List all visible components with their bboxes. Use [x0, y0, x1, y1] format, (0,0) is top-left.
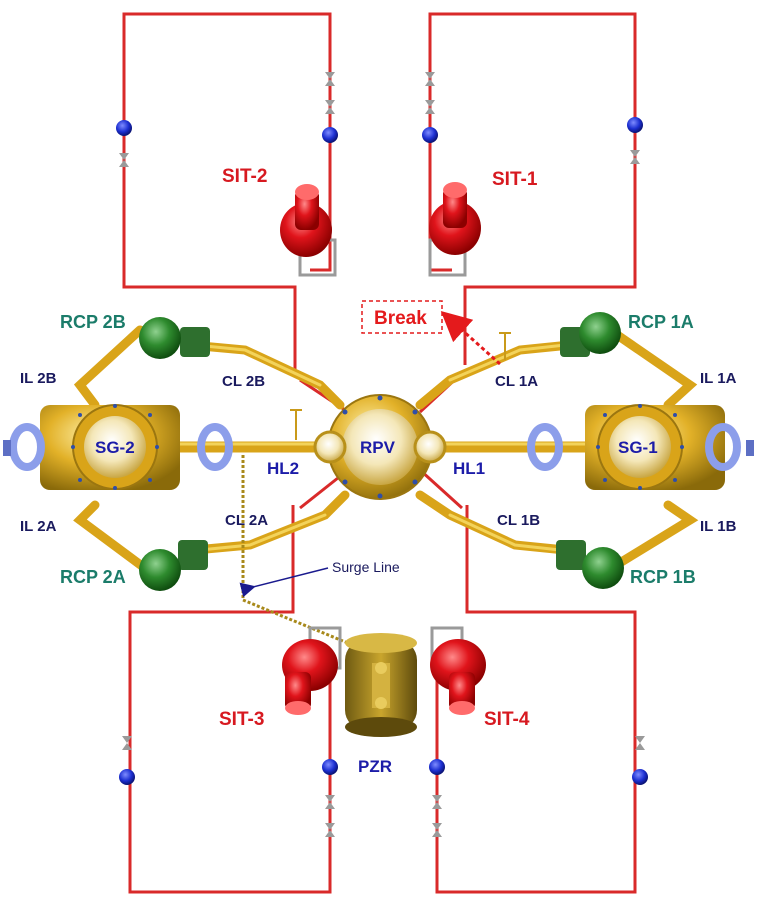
cl2b-label: CL 2B	[222, 373, 265, 390]
rcp2a-label: RCP 2A	[60, 567, 126, 587]
check-valve-icon	[325, 795, 335, 837]
hl1-label: HL1	[453, 459, 485, 478]
pzr-label: PZR	[358, 757, 392, 776]
tank-icon[interactable]	[428, 182, 481, 277]
valve-icon[interactable]	[322, 127, 338, 143]
pump-icon[interactable]	[560, 312, 621, 357]
break-marker	[361, 300, 502, 366]
injection-line-sit4	[435, 540, 637, 894]
valve-icon[interactable]	[632, 769, 648, 785]
valve-icon[interactable]	[422, 127, 438, 143]
pressurizer[interactable]	[345, 633, 417, 737]
pump-icon[interactable]	[556, 540, 624, 589]
sg1-label: SG-1	[618, 438, 658, 457]
check-valve-icon	[119, 153, 129, 167]
cl2a-label: CL 2A	[225, 512, 268, 529]
il1a-label: IL 1A	[700, 370, 737, 387]
check-valve-icon	[630, 150, 640, 164]
cl1a-label: CL 1A	[495, 373, 538, 390]
sit2-label: SIT-2	[222, 166, 267, 187]
surge-line-pipe	[241, 455, 361, 650]
injection-line-sit3	[128, 540, 332, 894]
rcp2b-label: RCP 2B	[60, 312, 126, 332]
cl1b-label: CL 1B	[497, 512, 540, 529]
steam-generator-sg1[interactable]	[527, 404, 754, 490]
valve-icon[interactable]	[429, 759, 445, 775]
sit3-label: SIT-3	[219, 709, 264, 730]
reactor-pressure-vessel[interactable]	[313, 394, 447, 500]
rpv-label: RPV	[360, 438, 396, 457]
il2b-label: IL 2B	[20, 370, 57, 387]
check-valve-icon	[122, 736, 132, 750]
primary-piping	[73, 325, 699, 577]
check-valve-icon	[635, 736, 645, 750]
break-label: Break	[374, 308, 427, 329]
check-valve-icon	[325, 72, 335, 114]
check-valve-icon	[425, 72, 435, 114]
rcp1b-label: RCP 1B	[630, 567, 696, 587]
sit1-label: SIT-1	[492, 169, 538, 190]
valve-icon[interactable]	[119, 769, 135, 785]
surge-line-label: Surge Line	[332, 559, 400, 575]
tank-icon[interactable]	[280, 184, 337, 277]
tank-icon[interactable]	[282, 626, 342, 715]
il2a-label: IL 2A	[20, 518, 57, 535]
surge-line-leader	[239, 567, 329, 598]
sg2-label: SG-2	[95, 438, 135, 457]
sit4-label: SIT-4	[484, 709, 530, 730]
il1b-label: IL 1B	[700, 518, 737, 535]
valve-icon[interactable]	[116, 120, 132, 136]
hl2-label: HL2	[267, 459, 299, 478]
rcp1a-label: RCP 1A	[628, 312, 694, 332]
valve-icon[interactable]	[627, 117, 643, 133]
injection-line-sit2	[122, 12, 332, 300]
steam-generator-sg2[interactable]	[3, 404, 233, 490]
pump-icon[interactable]	[139, 540, 208, 591]
injection-line-sit1	[428, 12, 637, 305]
check-valve-icon	[432, 795, 442, 837]
pump-icon[interactable]	[139, 317, 210, 359]
valve-icon[interactable]	[322, 759, 338, 775]
tank-icon[interactable]	[430, 626, 486, 715]
